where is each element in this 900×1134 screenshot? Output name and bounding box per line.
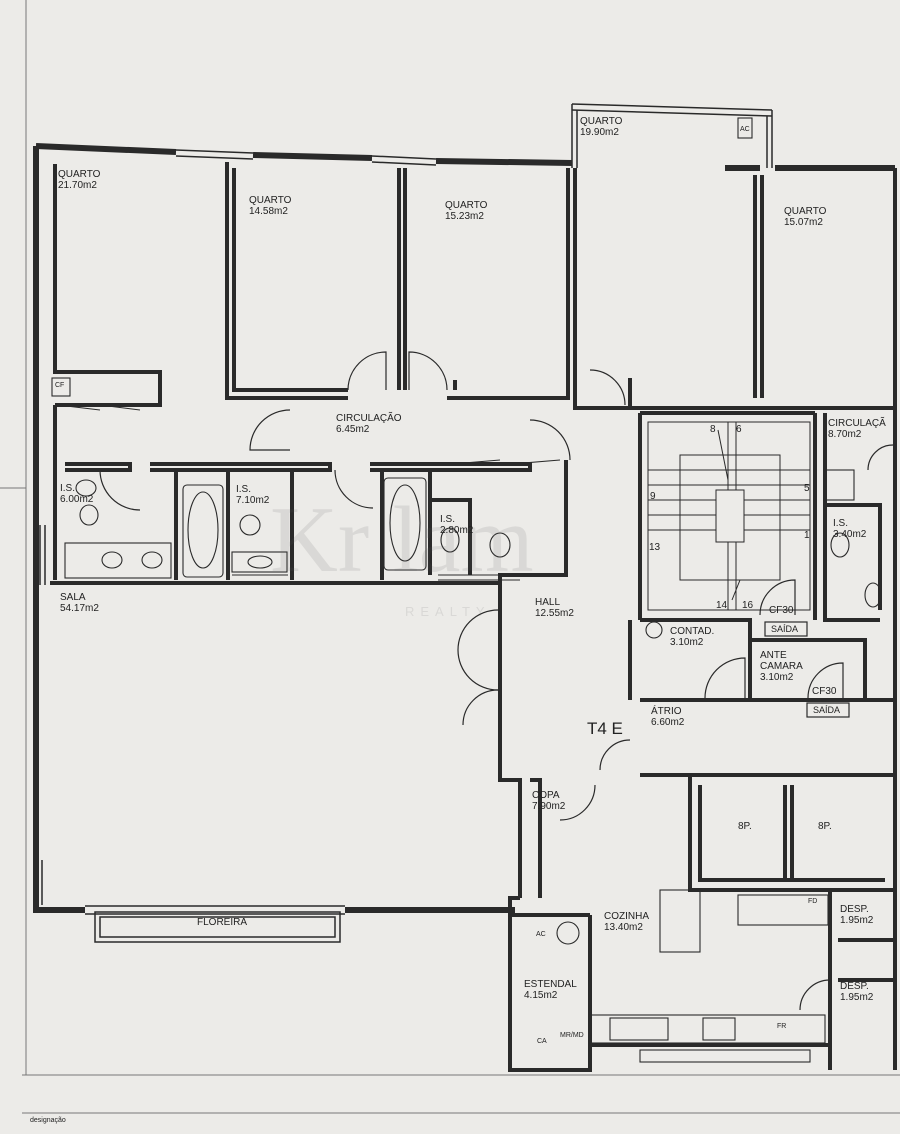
stair-step-16: 16 [742, 600, 754, 611]
floreira-label: FLOREIRA [197, 917, 248, 928]
fr-label: FR [777, 1023, 787, 1030]
unit-label: T4 E [587, 719, 623, 738]
saida-label-a: SAÍDA [771, 624, 799, 634]
stair-step-1: 1 [804, 530, 810, 541]
room-contad: CONTAD.3.10m2 [670, 626, 715, 648]
room-is-3: I.S.2.80m2 [440, 514, 474, 536]
stair-step-6: 6 [736, 424, 742, 435]
stairwell [647, 421, 811, 611]
stair-step-9: 9 [650, 491, 656, 502]
interior-walls [50, 162, 897, 1072]
room-is-1: I.S.6.00m2 [60, 483, 94, 505]
lift-label-b: 8P. [818, 821, 832, 832]
stair-step-13: 13 [649, 542, 661, 553]
watermark-brand: Kr lam [270, 488, 534, 592]
ac-label-top: AC [740, 126, 750, 133]
cf30-label-b: CF30 [812, 686, 837, 697]
stair-step-8: 8 [710, 424, 716, 435]
watermark-sub: REALTY [405, 604, 491, 619]
fd-label: FD [808, 898, 818, 905]
ca-label: CA [537, 1038, 547, 1045]
stair-step-14: 14 [716, 600, 728, 611]
saida-label-b: SAÍDA [813, 705, 841, 715]
designacao-label: designação [30, 1117, 66, 1124]
mr-md-label: MR/MD [560, 1032, 584, 1039]
cf30-label-a: CF30 [769, 605, 794, 616]
room-is-4: I.S.3.40m2 [833, 518, 867, 540]
stair-step-5: 5 [804, 483, 810, 494]
room-is-2: I.S.7.10m2 [236, 484, 270, 506]
fixtures [51, 117, 882, 1063]
lift-label-a: 8P. [738, 821, 752, 832]
cf-label: CF [55, 382, 65, 389]
room-desp-1: DESP.1.95m2 [840, 904, 874, 926]
ac-label-estendal: AC [536, 931, 546, 938]
room-desp-2: DESP.1.95m2 [840, 981, 874, 1003]
